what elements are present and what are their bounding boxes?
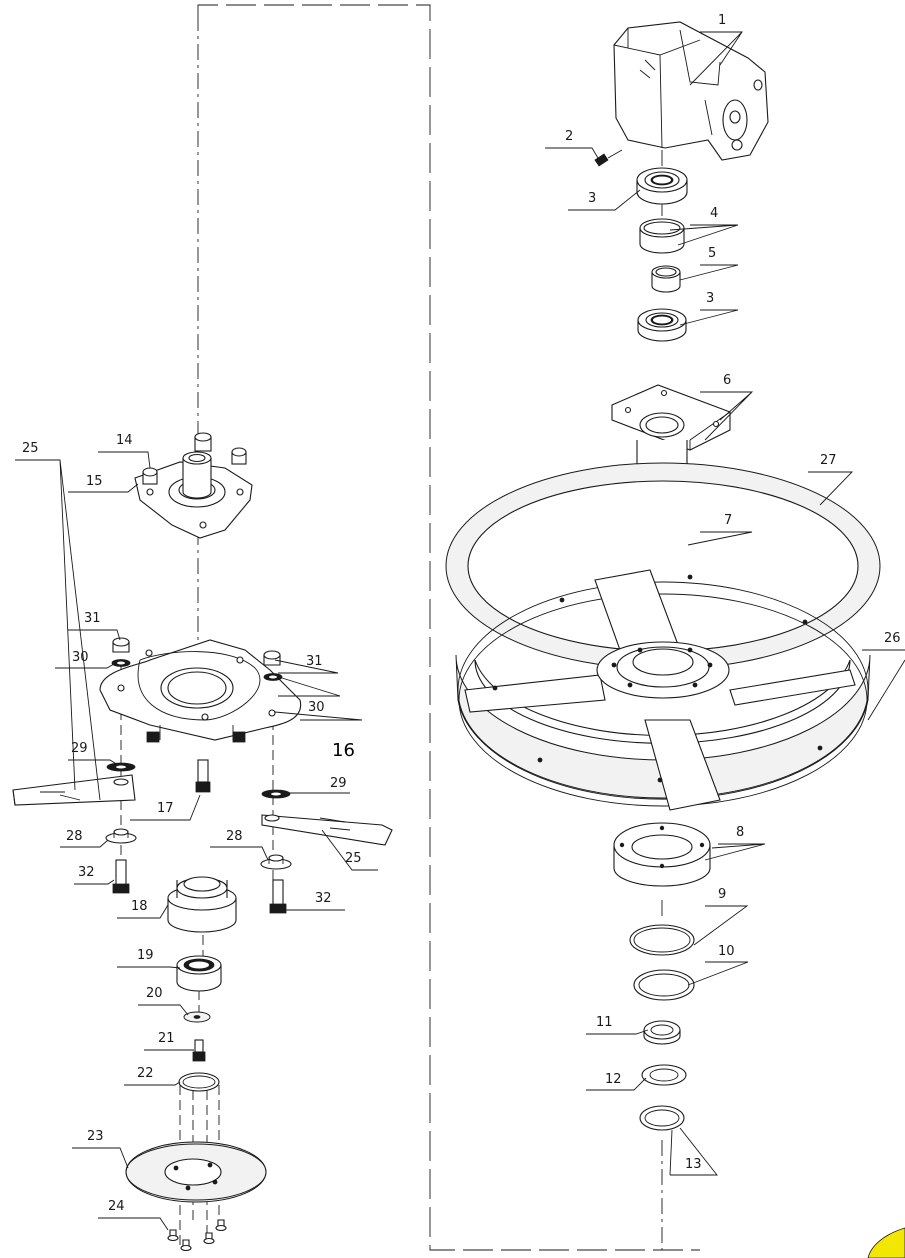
label-20: 20 (146, 986, 163, 1001)
part-bearing-left (176, 955, 222, 992)
label-32-right: 32 (315, 891, 332, 906)
part-washer-center (183, 1011, 211, 1023)
part-mounting-plate (99, 639, 302, 743)
part-bolt-right (269, 879, 287, 914)
label-13: 13 (685, 1157, 702, 1172)
label-19: 19 (137, 948, 154, 963)
part-spacer-left (105, 828, 137, 844)
label-6: 6 (723, 373, 731, 388)
label-9: 9 (718, 887, 726, 902)
part-hub-flange (134, 432, 253, 539)
label-18: 18 (131, 899, 148, 914)
label-32-left: 32 (78, 865, 95, 880)
corner-badge (867, 1227, 905, 1258)
label-29-left: 29 (71, 741, 88, 756)
part-number-labels: 1 2 3 4 5 3 6 27 7 26 8 9 10 11 12 13 14… (22, 13, 901, 1214)
part-washer-left (106, 762, 136, 772)
part-drum-assembly (445, 462, 881, 811)
label-25-right: 25 (345, 851, 362, 866)
label-12: 12 (605, 1072, 622, 1087)
label-1: 1 (718, 13, 726, 28)
label-11: 11 (596, 1015, 613, 1030)
label-3-lower: 3 (706, 291, 714, 306)
part-screw-center (192, 1039, 206, 1062)
part-screws-disc (167, 1219, 227, 1252)
part-bearing-housing (167, 876, 237, 933)
part-nut-right (263, 650, 281, 666)
label-31-right: 31 (306, 654, 323, 669)
part-washer-thick (643, 1020, 681, 1045)
part-circlip-large (633, 969, 695, 1001)
part-nut-left (112, 637, 130, 653)
label-8: 8 (736, 825, 744, 840)
label-2: 2 (565, 129, 573, 144)
part-ring-seal (629, 924, 695, 956)
label-22: 22 (137, 1066, 154, 1081)
label-28-right: 28 (226, 829, 243, 844)
label-27: 27 (820, 453, 837, 468)
part-spring-washer-right (263, 673, 283, 681)
label-3-upper: 3 (588, 191, 596, 206)
label-30-left: 30 (72, 650, 89, 665)
part-washer-right (261, 789, 291, 799)
label-31-left: 31 (84, 611, 101, 626)
part-retaining-ring (178, 1072, 220, 1092)
part-washer-thin (641, 1064, 687, 1086)
label-21: 21 (158, 1031, 175, 1046)
label-28-left: 28 (66, 829, 83, 844)
part-bolt-center (195, 759, 211, 793)
label-17: 17 (157, 801, 174, 816)
label-15: 15 (86, 474, 103, 489)
part-blade-left (12, 774, 136, 806)
part-bearing-cap (613, 822, 711, 887)
part-blade-right (261, 814, 393, 846)
part-spring-washer-left (111, 659, 131, 667)
part-circlip-small (639, 1105, 685, 1131)
label-14: 14 (116, 433, 133, 448)
label-5: 5 (708, 246, 716, 261)
label-30-right: 30 (308, 700, 325, 715)
label-23: 23 (87, 1129, 104, 1144)
part-bolt-left (112, 859, 130, 894)
part-disc (125, 1141, 267, 1203)
part-spacer-right (260, 854, 292, 870)
part-bearing-lower (637, 308, 687, 342)
part-screw (594, 149, 623, 167)
part-bearing-upper (636, 167, 688, 205)
label-7: 7 (724, 513, 732, 528)
part-sleeve-large (639, 218, 685, 254)
part-sleeve-small (651, 265, 681, 293)
label-16: 16 (332, 740, 355, 761)
label-4: 4 (710, 206, 718, 221)
label-24: 24 (108, 1199, 125, 1214)
label-29-right: 29 (330, 776, 347, 791)
part-bracket (613, 21, 769, 161)
leader-lines (15, 31, 905, 1231)
label-26: 26 (884, 631, 901, 646)
label-25-left: 25 (22, 441, 39, 456)
label-10: 10 (718, 944, 735, 959)
